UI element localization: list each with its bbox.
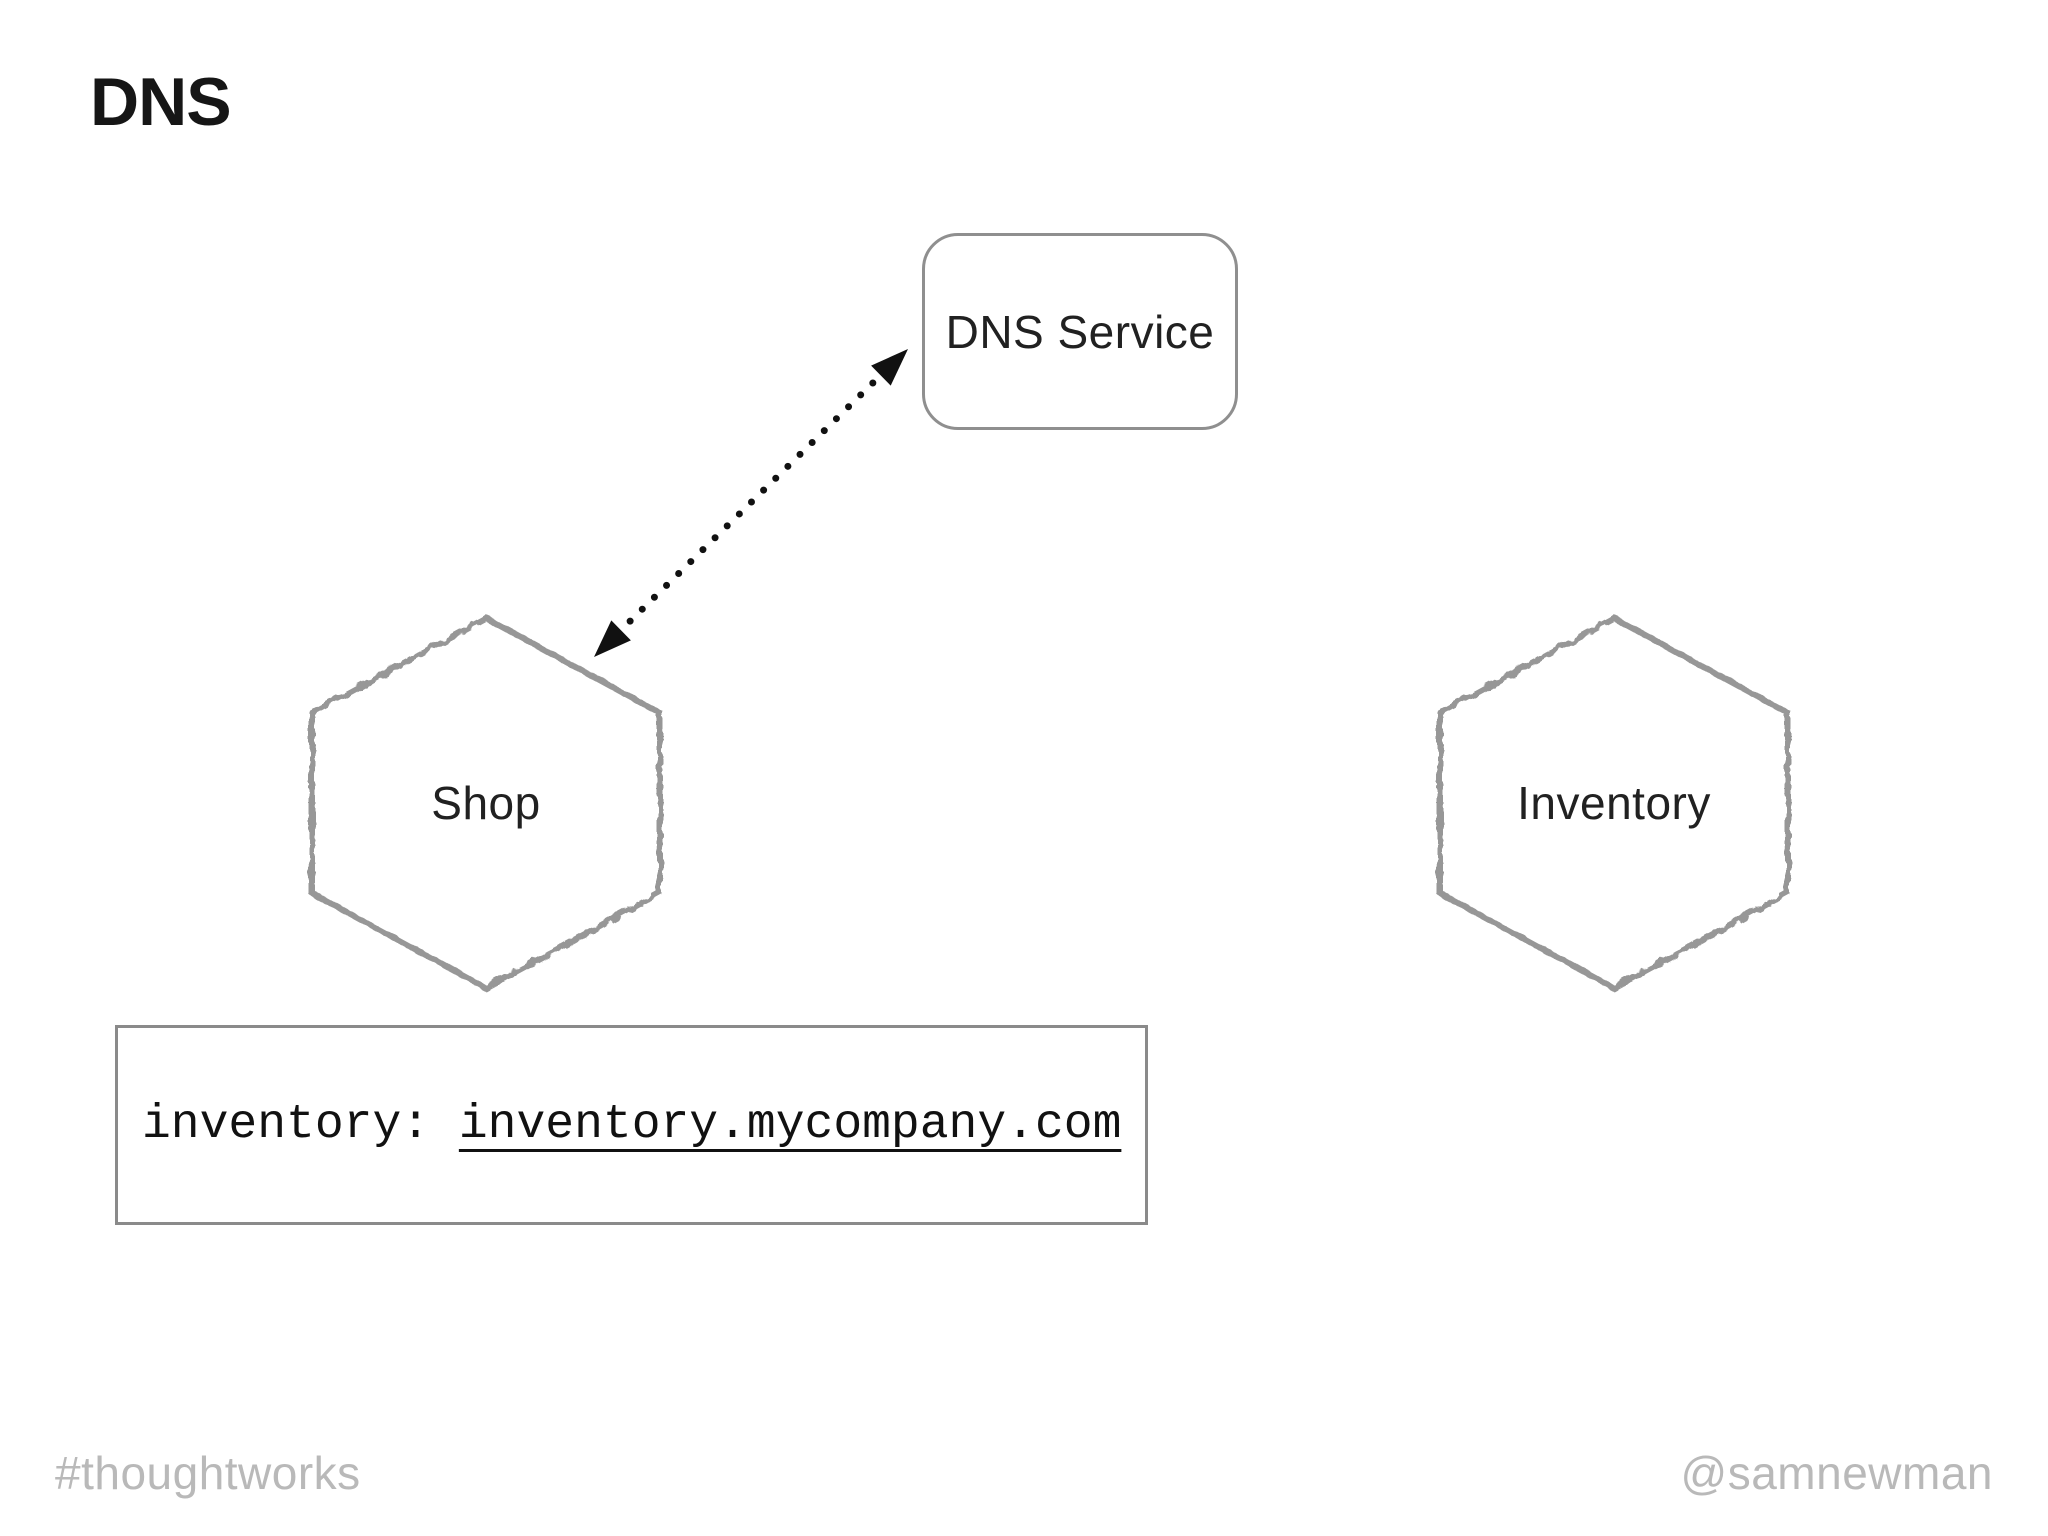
dns-record-key: inventory: <box>142 1098 459 1152</box>
shop-label: Shop <box>431 777 541 829</box>
inventory-hexagon-icon <box>1437 614 1791 992</box>
dns-record-box: inventory: inventory.mycompany.com <box>115 1025 1148 1225</box>
dns-record-value: inventory.mycompany.com <box>458 1098 1122 1152</box>
footer-hashtag: #thoughtworks <box>55 1447 361 1499</box>
inventory-node: Inventory <box>1430 608 1798 998</box>
dns-record-text: inventory: inventory.mycompany.com <box>142 1098 1121 1152</box>
shop-hexagon-icon <box>309 614 663 992</box>
dotted-line <box>614 368 888 637</box>
inventory-label: Inventory <box>1517 777 1711 829</box>
slide-title: DNS <box>90 64 232 140</box>
arrowhead-lower-icon <box>594 620 631 657</box>
footer-handle: @samnewman <box>1680 1447 1993 1499</box>
dns-service-node: DNS Service <box>922 233 1238 430</box>
shop-node: Shop <box>302 608 670 998</box>
dns-service-label: DNS Service <box>945 305 1215 358</box>
arrowhead-upper-icon <box>871 349 908 386</box>
dns-lookup-arrow-icon <box>594 349 908 657</box>
